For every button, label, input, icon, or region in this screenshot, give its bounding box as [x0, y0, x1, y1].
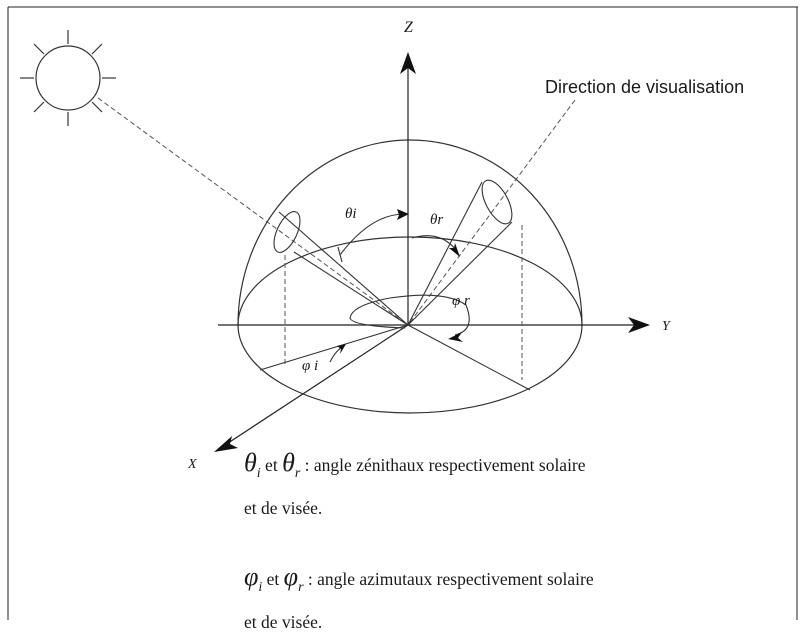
incident-azimuth-line — [259, 324, 409, 371]
azimuth-text: : angle azimutaux respectivement solaire — [303, 569, 594, 589]
azimuth-caption-line2: et de visée. — [244, 612, 323, 632]
theta-r-subscript: r — [294, 466, 301, 481]
zenith-caption-line2: et de visée. — [244, 498, 323, 518]
zenith-caption-line1: θi et θr : angle zénithaux respectivemen… — [244, 446, 586, 491]
azimuth-joiner: et — [262, 569, 284, 589]
theta-i-tick — [337, 246, 343, 263]
view-direction-dashed — [407, 99, 576, 326]
sun-icon — [20, 30, 116, 126]
zenith-caption: θi et θr : angle zénithaux respectivemen… — [244, 446, 586, 525]
incident-ray-dashed — [97, 97, 409, 326]
phi-r-arc — [349, 294, 470, 336]
y-axis-arrow — [628, 317, 650, 333]
incident-cylinder — [273, 211, 409, 326]
phi-i-arrow — [337, 344, 346, 354]
y-axis-label: Y — [662, 319, 672, 334]
theta-i-label: θi — [345, 206, 357, 222]
phi-r-subscript: r — [298, 580, 304, 595]
hemisphere-dome — [237, 139, 583, 326]
x-axis-arrow — [214, 436, 238, 452]
x-axis-label: X — [187, 457, 197, 472]
z-axis-label: Z — [404, 19, 414, 36]
azimuth-caption-line1: φi et φr : angle azimutaux respectivemen… — [244, 560, 594, 605]
reflected-azimuth-line — [407, 324, 531, 391]
view-direction-label: Direction de visualisation — [545, 77, 744, 97]
phi-r-arrow — [448, 332, 463, 342]
theta-r-label: θr — [430, 212, 443, 228]
phi-i-label: φ i — [302, 358, 318, 374]
zenith-text: : angle zénithaux respectivement solaire — [300, 455, 586, 475]
azimuth-caption: φi et φr : angle azimutaux respectivemen… — [244, 560, 594, 639]
phi-r-symbol: φ — [283, 562, 299, 591]
theta-i-arrow — [397, 209, 409, 220]
phi-i-subscript: i — [258, 580, 263, 595]
theta-i-arc — [339, 213, 404, 256]
reflected-cylinder — [407, 179, 513, 326]
z-axis-arrow — [400, 52, 416, 74]
phi-r-label: φ r — [452, 293, 470, 309]
theta-r-arrow — [449, 243, 460, 257]
theta-r-arc — [411, 235, 457, 251]
theta-i-symbol: θ — [244, 448, 257, 477]
phi-i-symbol: φ — [244, 562, 259, 591]
x-axis-line — [221, 324, 409, 448]
zenith-joiner: et — [260, 455, 283, 475]
theta-r-symbol: θ — [282, 448, 295, 477]
theta-i-subscript: i — [256, 466, 261, 481]
